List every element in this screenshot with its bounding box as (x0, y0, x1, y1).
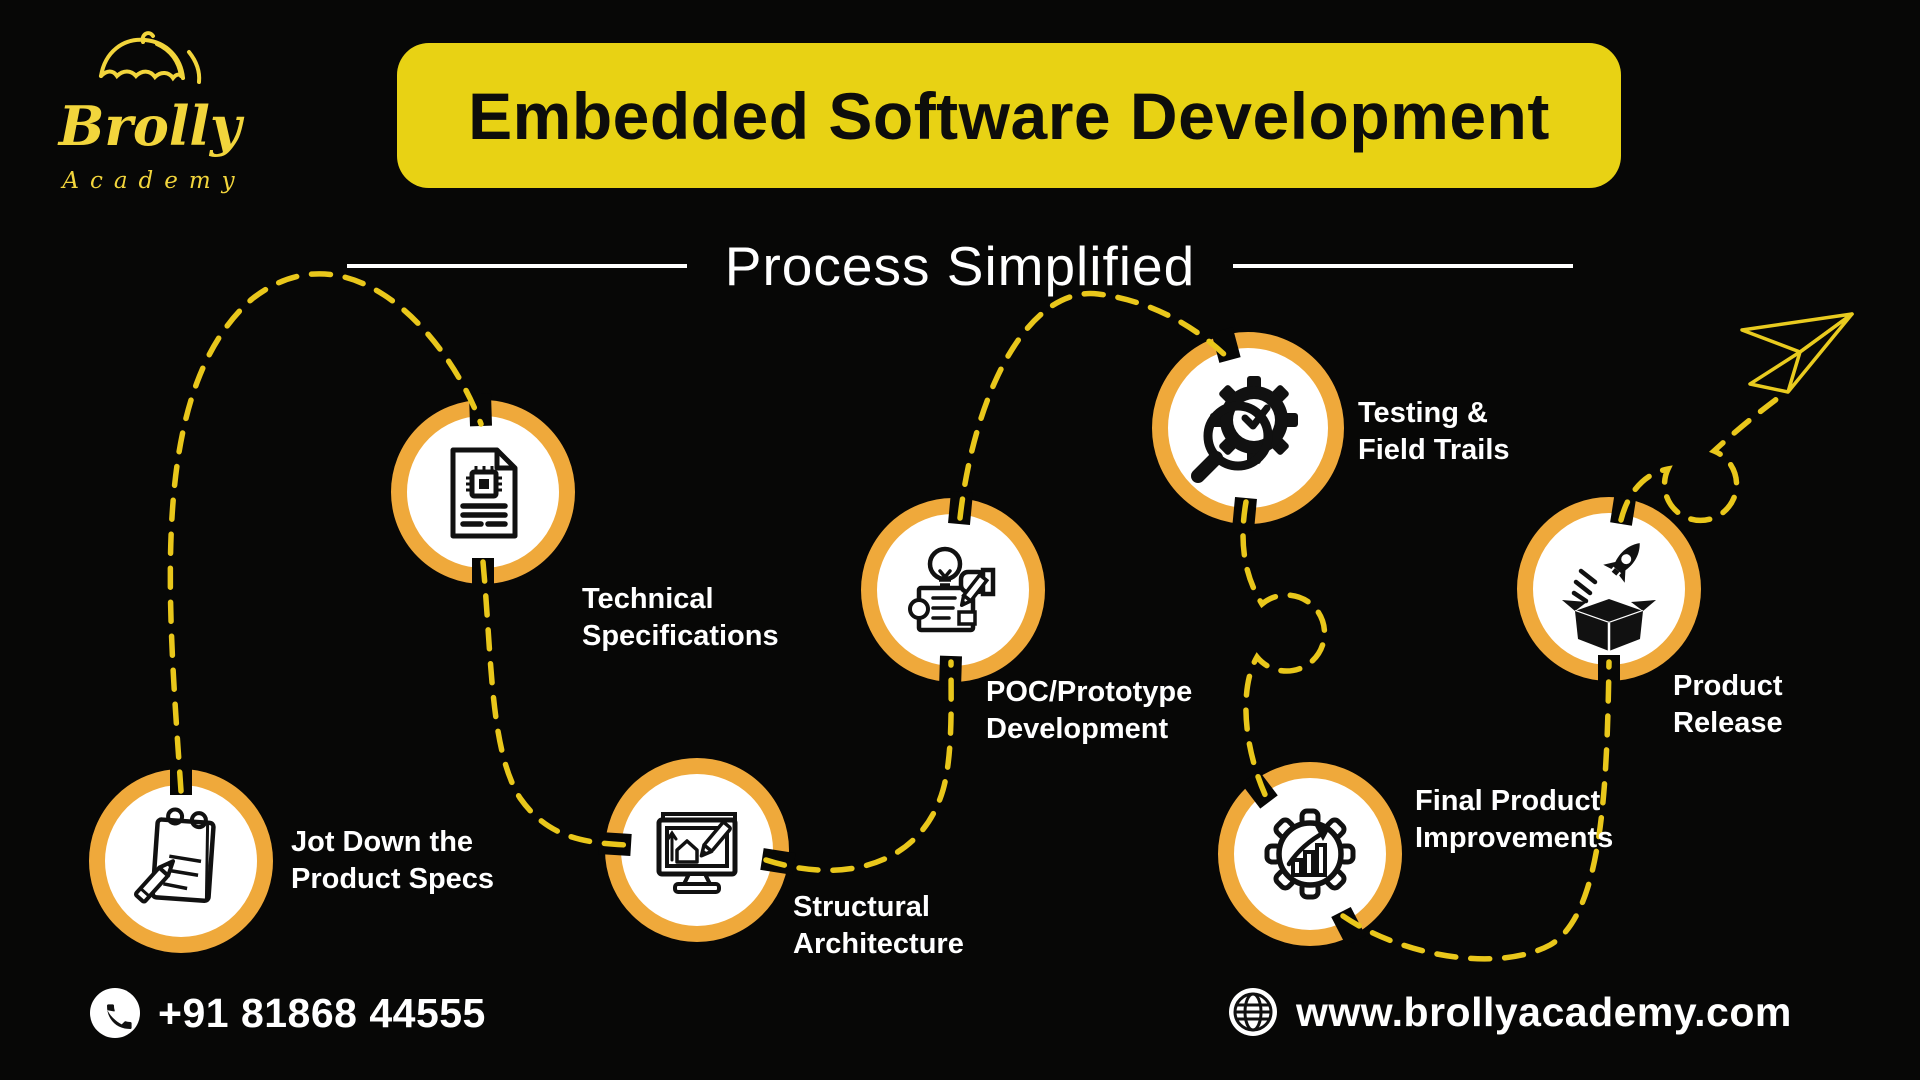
chip-document-icon (450, 447, 518, 539)
path-step2-to-step3 (480, 559, 630, 848)
monitor-design-icon (656, 812, 738, 894)
phone-icon (90, 988, 140, 1038)
title-banner: Embedded Software Development (397, 43, 1621, 188)
brand-name: Brolly (58, 94, 242, 158)
path-step3-to-step4 (763, 659, 954, 873)
path-step5-to-step6 (1240, 499, 1328, 802)
website-url: www.brollyacademy.com (1296, 988, 1792, 1035)
rocket-box-icon (1562, 543, 1656, 651)
idea-blueprint-icon (908, 546, 996, 633)
phone-number: +91 81868 44555 (158, 989, 486, 1036)
footer-phone: +91 81868 44555 (88, 986, 486, 1040)
step-label-5: Testing &Field Trails (1358, 397, 1510, 466)
brand-logo: Brolly Academy (55, 28, 245, 208)
step-circles (89, 332, 1701, 953)
divider-right (1233, 264, 1574, 268)
globe-icon (1229, 988, 1277, 1036)
umbrella-icon (99, 31, 202, 84)
path-step7-to-plane (1618, 392, 1785, 524)
notepad-pencil-icon (133, 807, 216, 904)
page-title: Embedded Software Development (468, 78, 1550, 153)
gear-growth-chart-icon (1264, 808, 1356, 900)
path-step4-to-step5 (957, 290, 1233, 521)
flow-dashed-path (167, 271, 1785, 962)
magnifier-gear-check-icon (1191, 376, 1298, 483)
brand-subtitle: Academy (62, 168, 246, 194)
divider-left (346, 264, 687, 268)
paper-plane-icon (1740, 312, 1854, 394)
footer-website: www.brollyacademy.com (1226, 985, 1792, 1039)
path-step6-to-step7 (1340, 659, 1612, 962)
path-start-to-step2 (167, 271, 484, 794)
section-header: Process Simplified (0, 234, 1920, 298)
section-title: Process Simplified (724, 235, 1196, 297)
